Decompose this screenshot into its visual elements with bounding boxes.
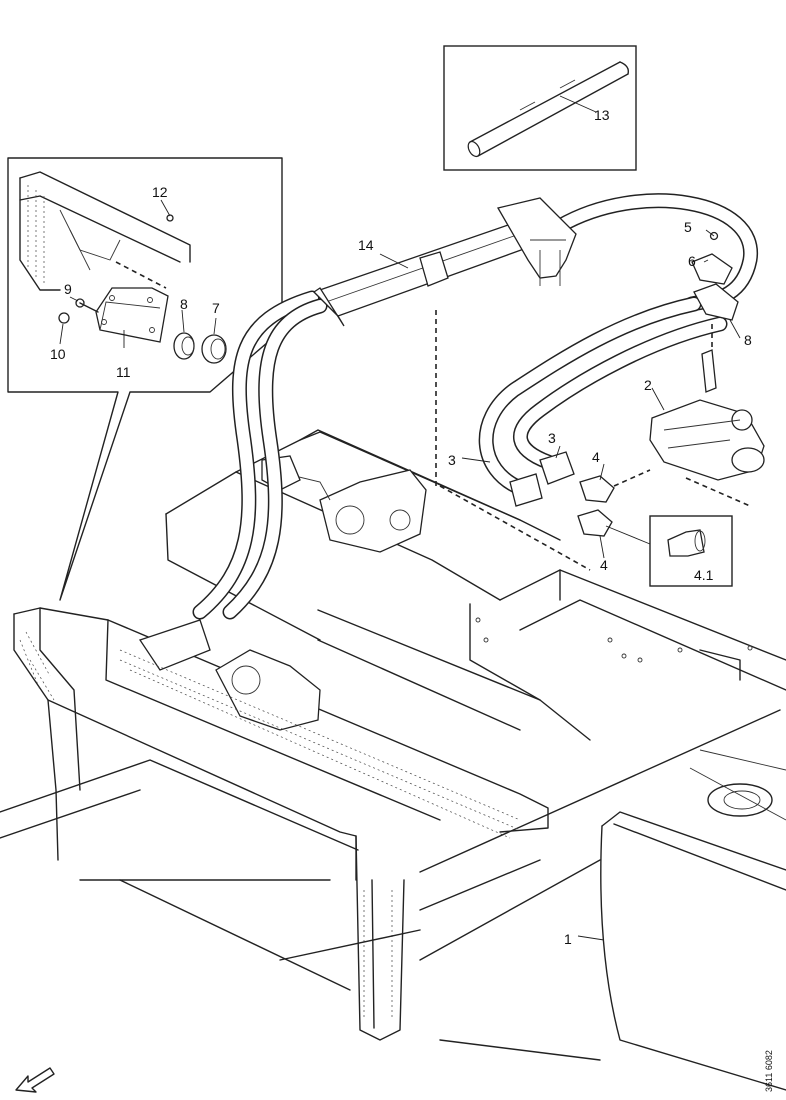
callout-3: 3 [548,430,556,446]
inset-bracket [7,157,283,601]
reference-code: 3611 6082 [764,1050,774,1092]
callout-1: 1 [564,931,572,947]
callout-4: 4 [592,449,600,465]
direction-arrow-icon [15,1067,55,1093]
callout-13: 13 [594,107,610,123]
callout-2: 2 [644,377,652,393]
callout-4-1: 4.1 [694,567,714,583]
callout-14: 14 [358,237,374,253]
callout-5: 5 [684,219,692,235]
callout-3: 3 [448,452,456,468]
callout-6: 6 [688,253,696,269]
heater-pipe [312,197,577,327]
inset-fitting [605,515,733,587]
callout-7: 7 [212,300,220,316]
chassis [0,429,786,1091]
callout-10: 10 [50,346,66,362]
valve-assembly [435,310,765,571]
callout-labels: 1 2 3 3 4 4 4.1 5 6 7 8 8 9 10 11 12 13 … [50,107,774,1092]
inset-pipe [443,45,637,171]
callout-4: 4 [600,557,608,573]
callout-12: 12 [152,184,168,200]
hoses [192,193,758,620]
callout-11: 11 [116,364,131,380]
leader-lines [379,229,741,941]
callout-8: 8 [180,296,188,312]
callout-9: 9 [64,281,72,297]
hose-clamps [691,231,739,393]
callout-8: 8 [744,332,752,348]
